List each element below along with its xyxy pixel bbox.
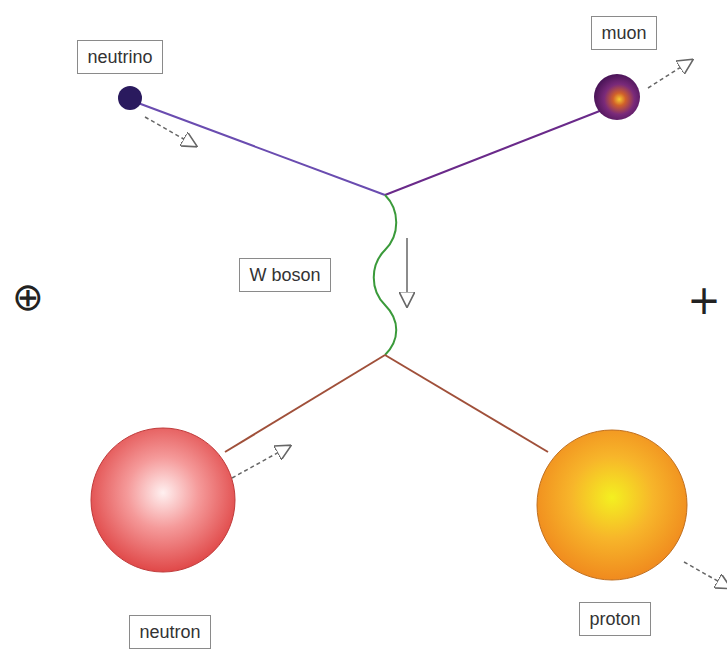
- neutrino-line: [130, 100, 385, 195]
- label-text: muon: [601, 22, 646, 44]
- muon-particle: [594, 74, 640, 120]
- proton-line: [385, 355, 548, 452]
- label-text: neutrino: [87, 46, 152, 68]
- charge-symbol: ⊕: [12, 278, 44, 316]
- label-text: W boson: [249, 264, 320, 286]
- particle-label: neutrino: [77, 40, 162, 74]
- label-text: neutron: [139, 621, 200, 643]
- particle-label: W boson: [239, 258, 330, 292]
- charge-symbol: +: [687, 280, 721, 320]
- particle-label: muon: [591, 16, 656, 50]
- label-text: proton: [589, 608, 640, 630]
- neutron-line: [225, 355, 385, 452]
- particle-label: neutron: [129, 615, 210, 649]
- motion-arrow: [684, 562, 727, 588]
- motion-arrow: [145, 117, 196, 146]
- motion-arrow: [406, 238, 408, 306]
- proton-particle: [537, 430, 687, 580]
- motion-arrow: [648, 60, 692, 88]
- neutrino-particle: [118, 86, 142, 110]
- neutron-particle: [91, 428, 235, 572]
- particle-label: proton: [579, 602, 650, 636]
- w-boson-wiggle: [374, 195, 397, 355]
- motion-arrow: [232, 446, 290, 478]
- muon-line: [385, 105, 615, 195]
